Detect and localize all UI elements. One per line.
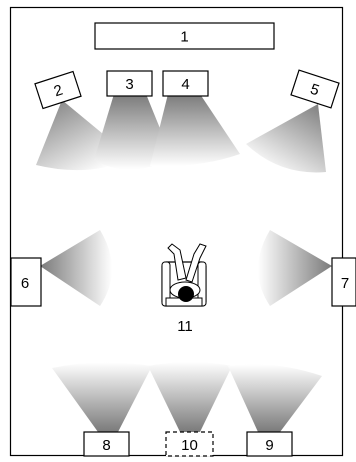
speaker-7: 7 <box>331 257 356 307</box>
speaker-1: 1 <box>94 22 275 50</box>
listener-head <box>178 286 194 302</box>
beam-speaker-6 <box>40 230 112 306</box>
listener-figure: 11 <box>161 243 207 335</box>
speaker-8: 8 <box>83 431 130 457</box>
speaker-6: 6 <box>10 257 42 307</box>
speaker-1-label: 1 <box>180 29 188 46</box>
beam-speaker-10 <box>148 362 232 432</box>
speaker-3-label: 3 <box>125 76 133 93</box>
speaker-2: 2 <box>34 70 82 110</box>
speaker-9: 9 <box>246 431 293 457</box>
speaker-6-label: 6 <box>21 275 29 292</box>
listener-left-leg <box>167 243 187 281</box>
speaker-4: 4 <box>162 70 209 97</box>
speaker-7-label: 7 <box>341 275 349 292</box>
beam-speaker-3 <box>94 94 172 170</box>
beam-speaker-7 <box>258 230 332 306</box>
speaker-10: 10 <box>165 431 214 457</box>
beam-speaker-9 <box>228 364 322 432</box>
speaker-5: 5 <box>290 69 340 109</box>
speaker-4-label: 4 <box>181 76 189 93</box>
listener-label: 11 <box>177 318 193 335</box>
beam-speaker-5 <box>246 104 326 173</box>
speaker-8-label: 8 <box>102 437 110 454</box>
speaker-3: 3 <box>106 70 153 97</box>
speaker-10-label: 10 <box>181 437 198 454</box>
beam-speaker-4 <box>150 94 240 167</box>
beam-speaker-8 <box>52 362 152 432</box>
listener-right-leg <box>185 243 207 283</box>
speaker-9-label: 9 <box>265 437 273 454</box>
